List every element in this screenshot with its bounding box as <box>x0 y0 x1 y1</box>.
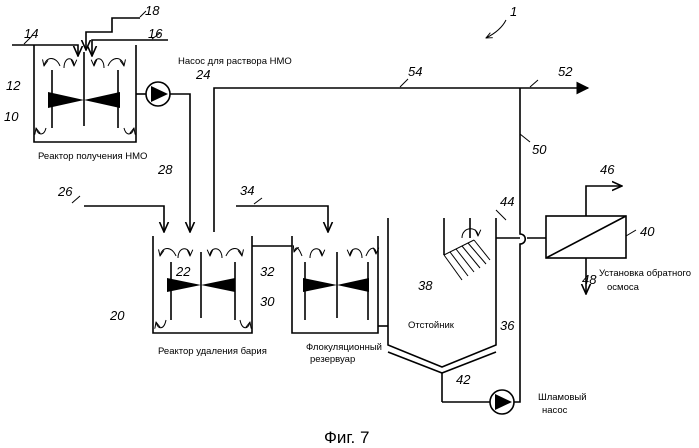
barium-removal-reactor <box>153 236 252 333</box>
ro-label-line2: осмоса <box>607 282 640 293</box>
inclined-plates <box>444 218 490 280</box>
ref-30: 30 <box>260 294 275 309</box>
ref-32: 32 <box>260 264 275 279</box>
ref-48: 48 <box>582 272 597 287</box>
ref-18: 18 <box>145 3 160 18</box>
slurry-pump-label-line1: Шламовый <box>538 392 587 403</box>
labels: 1 18 14 16 12 10 Насос для раствора НМО … <box>4 3 691 447</box>
agitator-blade-right <box>201 278 235 292</box>
ref-54: 54 <box>408 64 422 79</box>
ref-16: 16 <box>148 26 163 41</box>
ref-52: 52 <box>558 64 573 79</box>
agitator-blade-left <box>303 278 337 292</box>
ref-44: 44 <box>500 194 514 209</box>
ro-label-line1: Установка обратного <box>599 268 691 279</box>
ref-40: 40 <box>640 224 655 239</box>
flocculation-label-line2: резервуар <box>310 354 355 365</box>
system-ref: 1 <box>510 4 517 19</box>
recycle-line <box>514 88 530 402</box>
flocculation-label-line1: Флокуляционный <box>306 342 382 353</box>
ref-14: 14 <box>24 26 38 41</box>
ref-20: 20 <box>109 308 125 323</box>
ref-38: 38 <box>418 278 433 293</box>
hmo-reactor <box>34 45 136 142</box>
ref-36: 36 <box>500 318 515 333</box>
ref-12: 12 <box>6 78 21 93</box>
hmo-pump-label: Насос для раствора НМО <box>178 56 292 67</box>
settler <box>388 210 520 402</box>
flocculant-feed-line <box>236 198 328 232</box>
ref-26: 26 <box>57 184 73 199</box>
ref-22: 22 <box>175 264 191 279</box>
flocculation-tank <box>292 236 378 333</box>
barium-feed-line <box>72 196 164 232</box>
ref-24: 24 <box>195 67 210 82</box>
hmo-reactor-label: Реактор получения НМО <box>38 151 147 162</box>
ref-28: 28 <box>157 162 173 177</box>
settler-label: Отстойник <box>408 320 455 331</box>
agitator-blade-left <box>167 278 201 292</box>
slurry-pump <box>490 390 514 414</box>
agitator-blade-right <box>84 92 120 108</box>
ref-50: 50 <box>532 142 547 157</box>
ref-46: 46 <box>600 162 615 177</box>
figure-caption: Фиг. 7 <box>324 428 369 447</box>
barium-reactor-label: Реактор удаления бария <box>158 346 267 357</box>
agitator-blade-left <box>48 92 84 108</box>
ref-34: 34 <box>240 183 254 198</box>
ref-42: 42 <box>456 372 471 387</box>
agitator-blade-right <box>337 278 369 292</box>
ref-10: 10 <box>4 109 19 124</box>
slurry-pump-label-line2: насос <box>542 405 568 416</box>
